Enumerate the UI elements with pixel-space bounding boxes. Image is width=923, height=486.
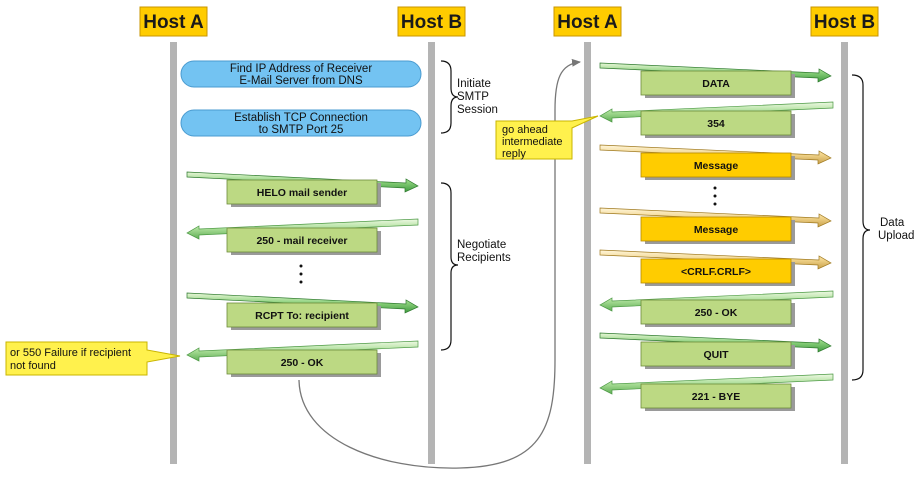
note-go-ahead-line-2: intermediate [502, 136, 563, 148]
message-quit: QUIT [599, 332, 832, 369]
note-failure-line-1: or 550 Failure if recipient [10, 347, 131, 359]
lifeline-left-host-b [428, 42, 435, 464]
host-box-right-b: Host B [810, 6, 879, 37]
host-label-left-a: Host A [143, 12, 204, 33]
dns-line-2: E-Mail Server from DNS [239, 75, 363, 87]
ellipsis-right [713, 186, 717, 206]
dns-lookup-step: Find IP Address of Receiver E-Mail Serve… [180, 60, 422, 88]
host-label-left-b: Host B [401, 12, 462, 33]
host-label-right-b: Host B [814, 12, 875, 33]
message-helo: HELO mail sender [186, 171, 419, 207]
note-failure-line-2: not found [10, 360, 56, 372]
svg-text:Initiate: Initiate [457, 78, 491, 90]
svg-text:Session: Session [457, 104, 498, 116]
note-go-ahead-line-1: go ahead [502, 124, 548, 136]
svg-text:Negotiate: Negotiate [457, 239, 506, 251]
lifeline-right-host-b [841, 42, 848, 464]
message-crlf: <CRLF.CRLF> [599, 249, 832, 286]
message-data-label: DATA [702, 78, 730, 90]
brace-initiate [440, 60, 459, 134]
message-data: DATA [599, 62, 832, 98]
svg-text:Recipients: Recipients [457, 252, 511, 264]
message-data-2: Message [599, 207, 832, 244]
message-data-2-label: Message [694, 224, 739, 236]
message-crlf-label: <CRLF.CRLF> [681, 266, 751, 278]
message-helo-label: HELO mail sender [257, 187, 347, 199]
message-mail-receiver-label: 250 - mail receiver [256, 235, 347, 247]
tcp-line-1: Establish TCP Connection [234, 112, 368, 124]
continuation-curve [298, 58, 581, 469]
brace-negotiate [440, 182, 459, 351]
message-right-ok-label: 250 - OK [695, 307, 738, 319]
tcp-connection-step: Establish TCP Connection to SMTP Port 25 [180, 109, 422, 137]
phase-initiate-label: Initiate SMTP Session [457, 78, 498, 116]
note-go-ahead-line-3: reply [502, 148, 526, 160]
host-box-right-a: Host A [553, 6, 622, 37]
dns-line-1: Find IP Address of Receiver [230, 63, 372, 75]
svg-text:Data: Data [880, 217, 905, 229]
message-right-ok: 250 - OK [599, 290, 834, 327]
message-data-1: Message [599, 144, 832, 180]
message-rcpt: RCPT To: recipient [186, 292, 419, 330]
ellipsis-left [299, 264, 303, 284]
message-bye: 221 - BYE [599, 373, 834, 411]
lifeline-left-host-a [170, 42, 177, 464]
note-failure: or 550 Failure if recipient not found [5, 341, 181, 376]
message-mail-receiver: 250 - mail receiver [186, 218, 419, 255]
note-go-ahead: go ahead intermediate reply [495, 115, 599, 160]
lifeline-right-host-a [584, 42, 591, 464]
message-354-label: 354 [707, 118, 725, 130]
message-left-ok: 250 - OK [186, 340, 419, 377]
tcp-line-2: to SMTP Port 25 [259, 124, 344, 136]
svg-text:SMTP: SMTP [457, 91, 489, 103]
phase-upload-label: Data Upload [878, 217, 914, 242]
svg-text:Upload: Upload [878, 230, 914, 242]
phase-negotiate-label: Negotiate Recipients [457, 239, 511, 264]
message-left-ok-label: 250 - OK [281, 357, 324, 369]
message-quit-label: QUIT [703, 349, 729, 361]
host-label-right-a: Host A [557, 12, 618, 33]
message-bye-label: 221 - BYE [692, 391, 740, 403]
host-box-left-b: Host B [397, 6, 466, 37]
host-box-left-a: Host A [139, 6, 208, 37]
message-data-1-label: Message [694, 160, 739, 172]
message-rcpt-label: RCPT To: recipient [255, 310, 349, 322]
message-354: 354 [599, 101, 834, 138]
brace-upload [851, 74, 871, 381]
